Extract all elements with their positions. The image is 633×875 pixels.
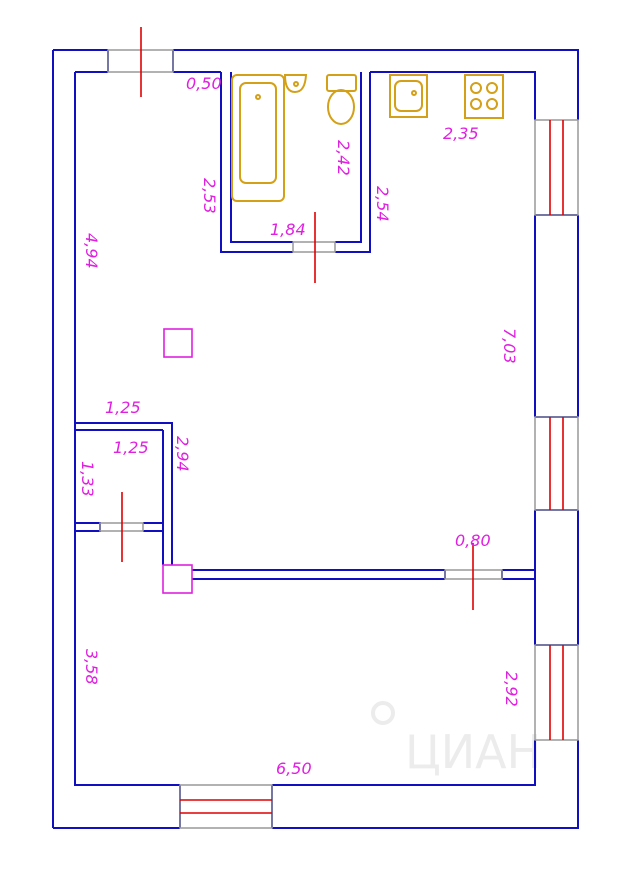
stove-icon [464,74,504,119]
toilet-icon [326,74,357,125]
interior-walls [75,422,535,580]
columns [162,328,193,594]
dim-label: 0,50 [186,74,222,93]
dim-label: 2,42 [334,140,353,176]
window-right-bottom [534,644,579,741]
door-marks [121,27,474,610]
dim-label: 1,84 [270,220,306,239]
dimension-labels: 0,50 2,53 2,42 2,54 1,84 2,35 4,94 7,03 … [78,74,521,778]
bathroom-walls [220,72,371,253]
dim-label: 0,80 [455,531,491,550]
dim-label: 2,35 [443,124,479,143]
dim-label: 1,33 [78,461,97,497]
window-bottom [179,784,273,829]
dim-label: 7,03 [500,328,519,364]
window-right-top [534,119,579,216]
dim-label: 1,25 [105,398,141,417]
svg-text:ЦИАН: ЦИАН [405,725,541,779]
washbasin-icon [283,74,308,94]
dim-label: 2,92 [502,671,521,707]
column-hall [162,564,193,594]
dim-label: 2,53 [200,178,219,214]
dim-label: 4,94 [82,233,101,269]
dim-label: 2,54 [373,186,392,222]
bathtub-icon [231,74,285,202]
dim-label: 6,50 [276,759,312,778]
dim-label: 3,58 [82,649,101,685]
windows [107,49,579,829]
dim-label: 2,94 [173,436,192,472]
watermark: ЦИАН [371,701,541,779]
dim-label: 1,25 [113,438,149,457]
window-right-middle [534,416,579,511]
kitchen-sink-icon [389,74,428,118]
column-living [163,328,193,358]
